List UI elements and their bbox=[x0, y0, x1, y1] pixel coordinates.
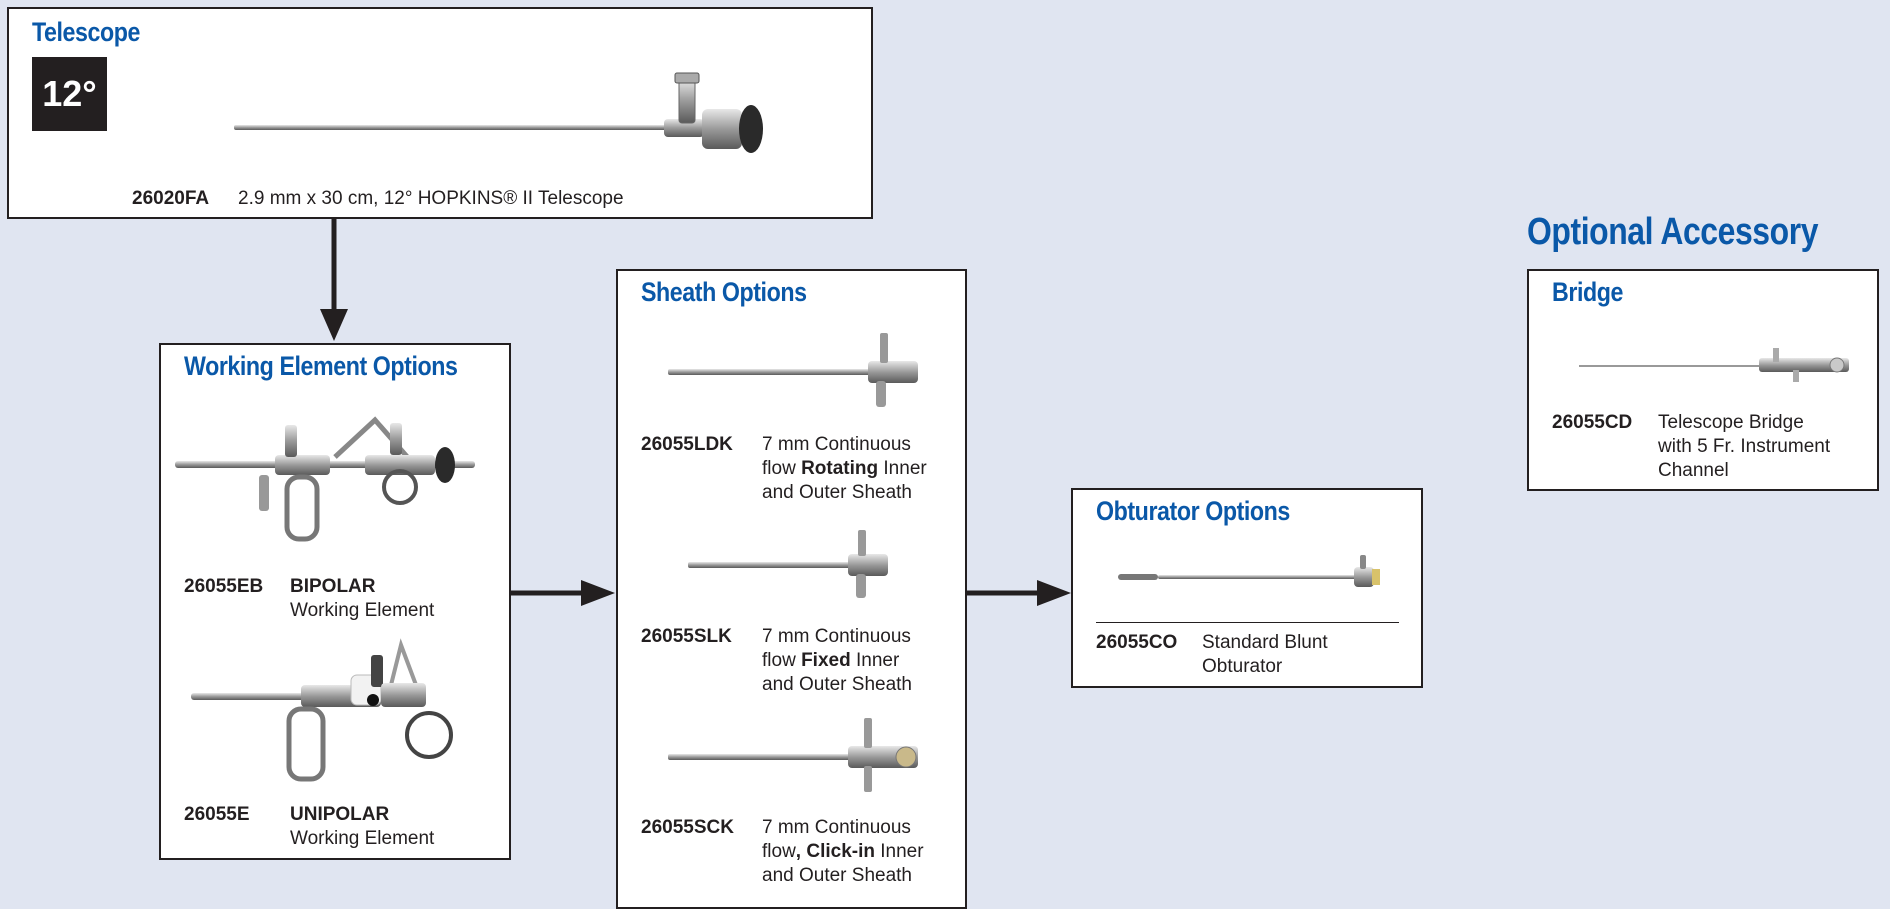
bipolar-name: BIPOLAR bbox=[290, 576, 376, 597]
telescope-box: Telescope 12° 26020FA 2.9 mm x 30 cm, 12… bbox=[7, 7, 873, 219]
arrow-working-element-to-sheath bbox=[511, 580, 615, 606]
bridge-image bbox=[1579, 346, 1859, 386]
arrow-telescope-to-working-element bbox=[320, 219, 348, 341]
working-element-box: Working Element Options 26055EB BIPOLAR … bbox=[159, 343, 511, 860]
telescope-image bbox=[224, 69, 764, 159]
working-element-title: Working Element Options bbox=[184, 351, 458, 381]
bridge-code: 26055CD bbox=[1552, 412, 1633, 433]
telescope-title: Telescope bbox=[32, 17, 140, 47]
sheath-click-in-code: 26055SCK bbox=[641, 817, 734, 838]
unipolar-code: 26055E bbox=[184, 804, 250, 825]
unipolar-line2: Working Element bbox=[290, 828, 435, 849]
arrow-sheath-to-obturator bbox=[967, 580, 1071, 606]
telescope-description: 2.9 mm x 30 cm, 12° HOPKINS® II Telescop… bbox=[238, 188, 624, 209]
unipolar-working-element-image bbox=[191, 638, 461, 795]
sheath-rotating-code: 26055LDK bbox=[641, 434, 733, 455]
obturator-code: 26055CO bbox=[1096, 632, 1178, 653]
bipolar-line2: Working Element bbox=[290, 600, 435, 621]
unipolar-name: UNIPOLAR bbox=[290, 804, 390, 825]
sheath-click-in-image bbox=[668, 716, 938, 796]
sheath-fixed-code: 26055SLK bbox=[641, 626, 732, 647]
optional-accessory-heading: Optional Accessory bbox=[1527, 211, 1819, 253]
sheath-box: Sheath Options 26055LDK 7 mm Continuous … bbox=[616, 269, 967, 909]
bipolar-working-element-image bbox=[175, 415, 495, 555]
obturator-divider bbox=[1096, 622, 1399, 623]
obturator-title: Obturator Options bbox=[1096, 496, 1290, 526]
sheath-fixed-image bbox=[688, 526, 918, 606]
angle-badge: 12° bbox=[32, 57, 107, 131]
sheath-title: Sheath Options bbox=[641, 277, 807, 307]
telescope-code: 26020FA bbox=[132, 188, 210, 209]
sheath-rotating-image bbox=[668, 331, 938, 411]
bipolar-code: 26055EB bbox=[184, 576, 264, 597]
bridge-title: Bridge bbox=[1552, 277, 1623, 307]
obturator-box: Obturator Options 26055CO Standard Blunt… bbox=[1071, 488, 1423, 688]
obturator-image bbox=[1118, 555, 1388, 600]
bridge-box: Bridge 26055CD Telescope Bridge with 5 F… bbox=[1527, 269, 1879, 491]
